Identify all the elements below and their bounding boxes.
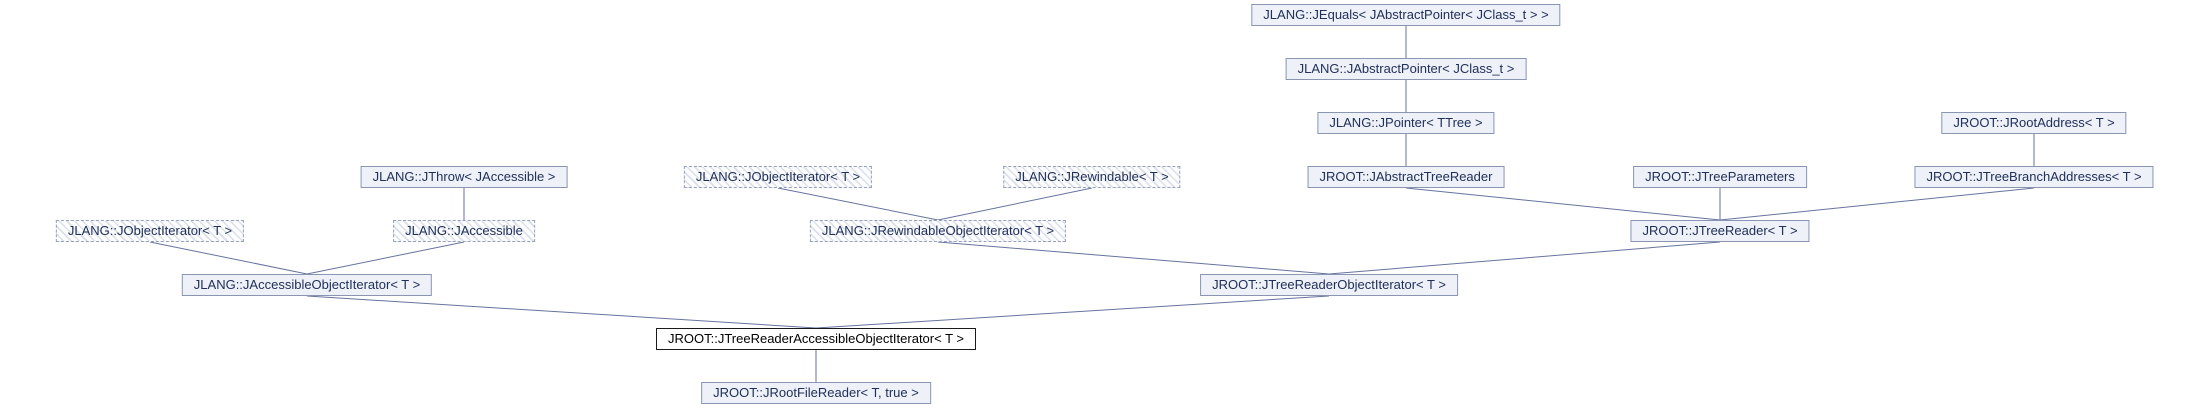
class-node-jabstractpointer[interactable]: JLANG::JAbstractPointer< JClass_t >: [1285, 58, 1527, 80]
class-node-jtreereaderobjectiterator[interactable]: JROOT::JTreeReaderObjectIterator< T >: [1200, 274, 1458, 296]
class-node-jabstracttreereader[interactable]: JROOT::JAbstractTreeReader: [1307, 166, 1505, 188]
class-node-jaccessible[interactable]: JLANG::JAccessible: [393, 220, 535, 242]
class-node-jrewindableobjectiterator[interactable]: JLANG::JRewindableObjectIterator< T >: [809, 220, 1067, 242]
class-node-jaccessibleobjectiterator[interactable]: JLANG::JAccessibleObjectIterator< T >: [181, 274, 433, 296]
class-node-jpointer-ttree[interactable]: JLANG::JPointer< TTree >: [1317, 112, 1495, 134]
class-node-jrootfilereader[interactable]: JROOT::JRootFileReader< T, true >: [701, 382, 931, 404]
class-node-jtreebranchaddresses[interactable]: JROOT::JTreeBranchAddresses< T >: [1914, 166, 2154, 188]
class-node-jtreereader[interactable]: JROOT::JTreeReader< T >: [1630, 220, 1810, 242]
class-node-jequals[interactable]: JLANG::JEquals< JAbstractPointer< JClass…: [1251, 4, 1561, 26]
class-node-jthrow[interactable]: JLANG::JThrow< JAccessible >: [360, 166, 568, 188]
class-node-jobjectiterator-1[interactable]: JLANG::JObjectIterator< T >: [683, 166, 873, 188]
class-node-jobjectiterator-2[interactable]: JLANG::JObjectIterator< T >: [55, 220, 245, 242]
class-node-jtreeparameters[interactable]: JROOT::JTreeParameters: [1633, 166, 1807, 188]
class-node-jrootaddress[interactable]: JROOT::JRootAddress< T >: [1941, 112, 2127, 134]
class-node-jtreereaderaccessibleobjectiterator: JROOT::JTreeReaderAccessibleObjectIterat…: [656, 328, 976, 350]
class-node-jrewindable[interactable]: JLANG::JRewindable< T >: [1003, 166, 1181, 188]
